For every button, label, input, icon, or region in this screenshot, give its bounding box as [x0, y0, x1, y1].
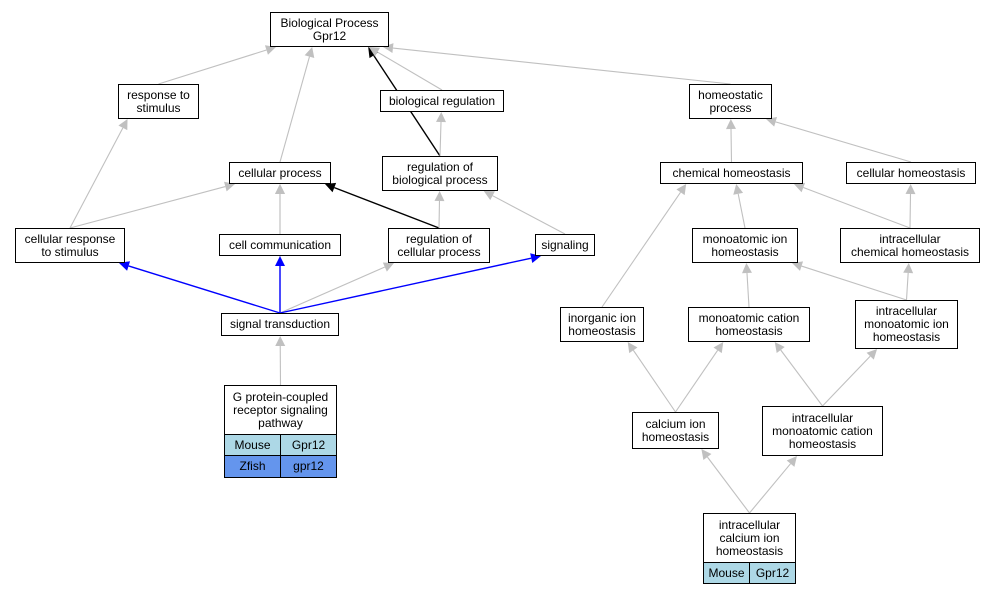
edge-arrowhead: [676, 184, 687, 196]
edge-line: [279, 56, 311, 163]
node-monoatomic-ion-homeostasis[interactable]: monoatomic ion homeostasis: [692, 228, 798, 263]
gene-cell: Gpr12: [749, 562, 795, 583]
edge-line: [279, 257, 532, 314]
edge-arrowhead: [786, 456, 797, 467]
gene-row-mouse: Mouse Gpr12: [225, 434, 336, 455]
node-regulation-of-biological-process[interactable]: regulation of biological process: [382, 156, 498, 191]
node-intracellular-monoatomic-ion-homeostasis[interactable]: intracellular monoatomic ion homeostasis: [855, 300, 958, 349]
node-inorganic-ion-homeostasis[interactable]: inorganic ion homeostasis: [560, 307, 644, 342]
edge-line: [905, 272, 909, 301]
species-cell: Mouse: [225, 434, 280, 455]
node-calcium-ion-homeostasis[interactable]: calcium ion homeostasis: [632, 412, 719, 449]
edge-line: [909, 193, 912, 229]
edge-arrowhead: [733, 184, 744, 195]
node-cellular-homeostasis[interactable]: cellular homeostasis: [846, 162, 976, 184]
edge-line: [158, 49, 267, 85]
gene-row-zfish: Zfish gpr12: [225, 455, 336, 477]
edge-arrowhead: [325, 182, 337, 193]
edge-arrowhead: [903, 263, 914, 274]
node-gpcr-signaling-pathway[interactable]: G protein-coupled receptor signaling pat…: [224, 385, 337, 478]
edge-line: [601, 191, 681, 308]
edge-line: [822, 355, 871, 407]
species-cell: Mouse: [704, 562, 749, 583]
edge-line: [803, 187, 911, 229]
species-cell: Zfish: [225, 455, 280, 477]
edge-line: [737, 193, 746, 229]
node-cellular-response-to-stimulus[interactable]: cellular response to stimulus: [15, 228, 125, 263]
edge-arrowhead: [275, 336, 286, 347]
edge-arrowhead: [119, 261, 131, 271]
edge-arrowhead: [713, 342, 724, 354]
edge-line: [69, 127, 124, 229]
edge-arrowhead: [436, 112, 447, 123]
edge-line: [439, 121, 442, 157]
edge-line: [279, 266, 386, 314]
node-biological-regulation[interactable]: biological regulation: [380, 90, 504, 112]
node-signaling[interactable]: signaling: [535, 234, 595, 256]
node-monoatomic-cation-homeostasis[interactable]: monoatomic cation homeostasis: [688, 307, 810, 342]
edge-arrowhead: [741, 263, 752, 274]
edge-line: [69, 186, 226, 229]
edge-arrowhead: [264, 45, 276, 55]
node-intracellular-monoatomic-cation-homeostasis[interactable]: intracellular monoatomic cation homeosta…: [762, 406, 883, 456]
edge-arrowhead: [792, 261, 804, 271]
node-intracellular-chemical-homeostasis[interactable]: intracellular chemical homeostasis: [840, 228, 980, 263]
node-cellular-process[interactable]: cellular process: [229, 162, 331, 184]
edge-line: [780, 349, 823, 407]
edge-line: [128, 265, 281, 314]
edge-line: [492, 195, 566, 235]
node-intracellular-calcium-ion-homeostasis[interactable]: intracellular calcium ion homeostasis Mo…: [703, 513, 796, 584]
edge-arrowhead: [726, 119, 737, 130]
gene-cell: Gpr12: [280, 434, 336, 455]
edge-arrowhead: [383, 43, 394, 54]
edge-arrowhead: [793, 182, 806, 193]
node-biological-process-root[interactable]: Biological Process Gpr12: [270, 12, 389, 47]
edge-arrowhead: [118, 119, 128, 131]
edge-arrowhead: [304, 47, 315, 58]
gene-cell: gpr12: [280, 455, 336, 477]
node-signal-transduction[interactable]: signal transduction: [221, 313, 339, 336]
edge-line: [675, 349, 719, 413]
node-gpcr-title: G protein-coupled receptor signaling pat…: [232, 389, 329, 430]
node-response-to-stimulus[interactable]: response to stimulus: [118, 84, 199, 119]
edge-arrowhead: [701, 449, 712, 460]
edge-arrowhead: [483, 191, 495, 201]
edge-arrowhead: [766, 117, 778, 127]
gene-row-mouse: Mouse Gpr12: [704, 562, 795, 583]
edge-arrowhead: [275, 256, 285, 266]
edge-line: [775, 121, 912, 163]
edge-line: [801, 265, 907, 301]
edge-arrowhead: [866, 349, 878, 360]
edge-arrowhead: [774, 342, 785, 354]
edge-line: [632, 349, 676, 413]
edge-arrowhead: [382, 262, 394, 272]
edge-line: [749, 463, 791, 514]
node-homeostatic-process[interactable]: homeostatic process: [689, 84, 772, 119]
edge-line: [392, 47, 731, 85]
edge-arrowhead: [275, 184, 285, 194]
edge-arrowhead: [368, 47, 381, 57]
edge-line: [746, 272, 750, 308]
edge-arrowhead: [905, 184, 916, 195]
edge-line: [334, 186, 440, 229]
node-cell-communication[interactable]: cell communication: [219, 234, 341, 256]
node-regulation-of-cellular-process[interactable]: regulation of cellular process: [388, 228, 490, 263]
edge-line: [377, 51, 443, 91]
node-chemical-homeostasis[interactable]: chemical homeostasis: [660, 162, 803, 184]
edge-line: [706, 456, 750, 514]
edge-arrowhead: [627, 342, 638, 354]
edge-arrowhead: [434, 191, 445, 202]
edge-arrowhead: [224, 181, 235, 192]
node-intracellular-calcium-title: intracellular calcium ion homeostasis: [715, 517, 784, 558]
